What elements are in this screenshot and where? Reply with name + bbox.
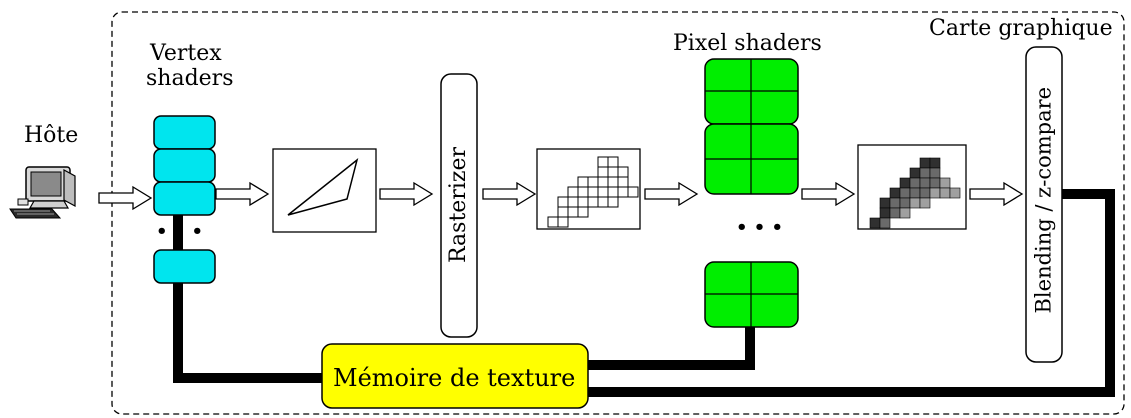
blending-label: Blending / z-compare — [1031, 86, 1056, 314]
pixel-shader-stack — [704, 58, 799, 328]
pixel-cell — [929, 177, 941, 189]
pixel-cell — [557, 206, 569, 218]
vertex-shader-stack — [153, 115, 216, 284]
pixel-cell — [909, 167, 921, 179]
rasterizer-stage — [440, 73, 478, 338]
pixel-cell — [627, 186, 639, 198]
card-label: Carte graphique — [929, 16, 1113, 41]
pixel-cell — [617, 176, 629, 188]
pixel-cell — [597, 186, 609, 198]
pixel-cell — [929, 187, 941, 199]
shaded-pixels-box — [857, 144, 967, 230]
pixel-cell — [597, 166, 609, 178]
pixel-cell — [909, 177, 921, 189]
computer-icon — [9, 166, 76, 219]
pixel-cell — [899, 187, 911, 199]
pixel-cell — [587, 176, 599, 188]
vertex-label-line2: shaders — [146, 66, 234, 91]
pixel-cell — [899, 177, 911, 189]
pixel-cell — [577, 206, 589, 218]
pixel-cell — [879, 197, 891, 209]
pixel-cell — [899, 197, 911, 209]
pixel-ellipsis: • • • — [736, 217, 784, 238]
pixel-cell — [889, 197, 901, 209]
pixel-cell — [899, 207, 911, 219]
pixel-cell — [607, 156, 619, 168]
host-label: Hôte — [24, 123, 79, 148]
pixel-cell — [607, 196, 619, 208]
pixel-cell — [889, 187, 901, 199]
pixel-cell — [607, 166, 619, 178]
pixel-cell — [879, 217, 891, 229]
pixel-cell — [919, 167, 931, 179]
pixel-cell — [889, 207, 901, 219]
arrow — [215, 182, 269, 206]
texture-memory — [321, 343, 589, 409]
rasterizer-label: Rasterizer — [446, 147, 471, 264]
pixel-cell — [607, 186, 619, 198]
arrow — [482, 182, 536, 206]
pixel-cell — [929, 157, 941, 169]
pixel-cell — [939, 187, 951, 199]
arrow — [801, 182, 855, 206]
pixel-cell — [547, 216, 559, 228]
fragment-grid-box — [536, 148, 641, 230]
pixel-cell — [909, 187, 921, 199]
vertex-shader-unit — [153, 181, 216, 216]
vertex-label-line1: Vertex — [150, 41, 222, 66]
pixel-cell — [577, 176, 589, 188]
arrow — [969, 182, 1023, 206]
vertex-shader-unit — [153, 148, 216, 183]
pixel-cell — [929, 167, 941, 179]
pixel-cell — [607, 176, 619, 188]
vertex-shader-unit — [153, 249, 216, 284]
pixel-cell — [617, 166, 629, 178]
pixel-cell — [577, 196, 589, 208]
arrow — [98, 186, 152, 210]
pixel-cell — [577, 186, 589, 198]
blending-stage — [1025, 46, 1063, 363]
pixel-cell — [567, 206, 579, 218]
pixel-cell — [939, 177, 951, 189]
pixel-cell — [919, 187, 931, 199]
pixel-cell — [597, 176, 609, 188]
pixel-cell — [587, 196, 599, 208]
pixel-cell — [949, 187, 961, 199]
pixel-cell — [869, 217, 881, 229]
pixel-cell — [567, 196, 579, 208]
graphics-card-boundary — [111, 11, 1125, 415]
pixel-cell — [919, 177, 931, 189]
memory-label: Mémoire de texture — [333, 364, 576, 392]
pixel-cell — [617, 186, 629, 198]
pixel-cell — [567, 186, 579, 198]
pixel-shaders-label: Pixel shaders — [673, 31, 822, 56]
pixel-cell — [919, 197, 931, 209]
pixel-cell — [557, 216, 569, 228]
pixel-cell — [557, 196, 569, 208]
triangle-primitive-box — [272, 148, 377, 233]
arrow — [644, 182, 698, 206]
vertex-shader-unit — [153, 115, 216, 150]
pixel-cell — [587, 186, 599, 198]
pixel-cell — [919, 157, 931, 169]
pixel-cell — [597, 196, 609, 208]
vertex-ellipsis: • • • — [156, 221, 204, 242]
pixel-cell — [879, 207, 891, 219]
pixel-cell — [597, 156, 609, 168]
pixel-cell — [909, 197, 921, 209]
arrow — [379, 182, 433, 206]
